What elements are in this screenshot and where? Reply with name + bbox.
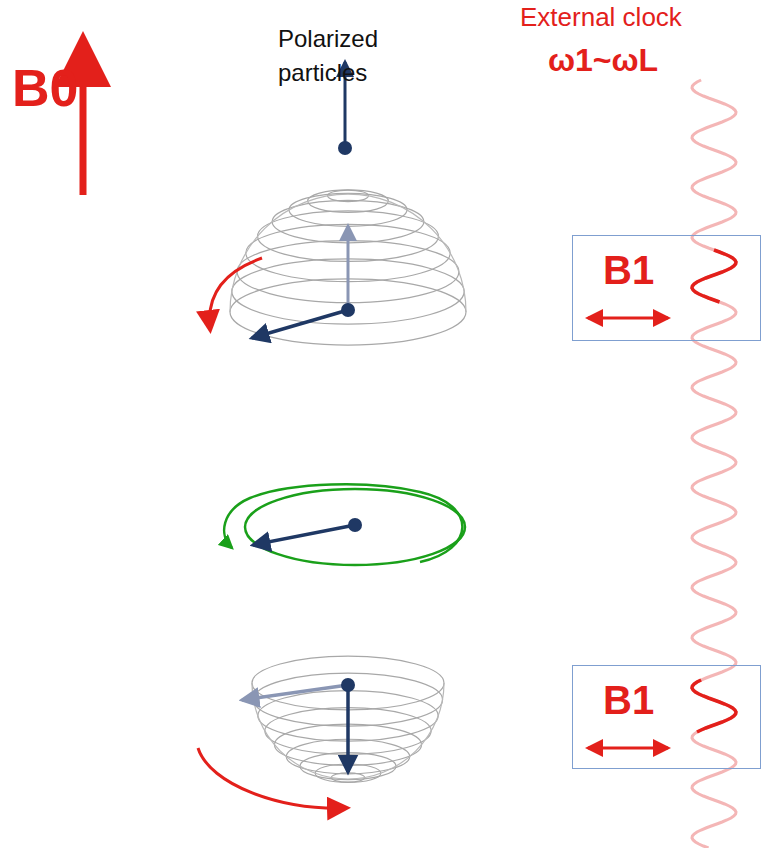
latitude-line: [308, 190, 389, 213]
latitude-line: [331, 773, 364, 782]
precession-bowl: [252, 656, 444, 782]
clock-label: External clock: [520, 2, 682, 33]
frequency-label: ω1~ωL: [548, 42, 658, 79]
particle-label: Polarized particles: [278, 22, 408, 90]
latitude-line: [289, 193, 407, 226]
sphere-outline: [252, 683, 444, 779]
precession-dome: [230, 190, 466, 345]
rf-pulse: [692, 250, 736, 302]
sphere-outline: [230, 194, 466, 312]
field-arrow: [80, 45, 87, 195]
particle-dot: [341, 678, 355, 692]
field-label: B0: [12, 58, 78, 118]
pulse-window: B1: [572, 235, 761, 341]
rotation-arrow: [210, 258, 262, 328]
pulse-window: B1: [572, 665, 761, 769]
spin-arrow: [346, 685, 350, 772]
field-label: B1: [603, 678, 654, 723]
rotation-arrow: [198, 748, 345, 808]
rf-pulse: [692, 680, 736, 732]
spin-arrow: [252, 310, 348, 338]
particle-dot: [338, 141, 352, 155]
spin-arrow: [347, 226, 350, 310]
clock-wave: [692, 80, 736, 848]
precession-orbit: [224, 484, 462, 562]
spin-arrow: [242, 685, 348, 700]
latitude-line: [328, 190, 369, 201]
oscillation-arrow: [588, 317, 668, 320]
precession-orbit: [245, 489, 465, 565]
spin-arrow: [253, 525, 355, 545]
oscillation-arrow: [588, 747, 668, 750]
particle-dot: [348, 518, 362, 532]
field-label: B1: [603, 248, 654, 293]
particle-dot: [341, 303, 355, 317]
